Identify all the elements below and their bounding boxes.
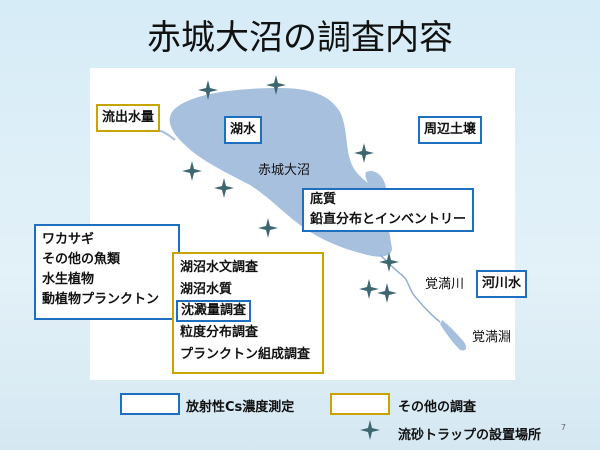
soil-box: 周辺土壌 xyxy=(418,116,483,144)
other-line: プランクトン組成調査 xyxy=(180,346,311,362)
legend-gold-swatch xyxy=(330,393,390,415)
star-icon xyxy=(182,161,202,181)
biota-line: 水生植物 xyxy=(42,272,95,287)
outflow-box: 流出水量 xyxy=(96,104,161,132)
sediment-line: 鉛直分布とインベントリー xyxy=(310,212,467,227)
slide-title: 赤城大沼の調査内容 xyxy=(147,18,453,58)
lake-label: 赤城大沼 xyxy=(258,163,311,178)
star-icon xyxy=(214,178,234,198)
page-number: 7 xyxy=(560,423,566,432)
star-icon xyxy=(379,252,399,272)
river-water-box: 河川水 xyxy=(476,270,528,298)
other-line: 湖沼水文調査 xyxy=(180,260,259,275)
biota-box: ワカサギ その他の魚類 水生植物 動植物プランクトン xyxy=(34,224,180,320)
star-icon xyxy=(354,143,374,163)
lake-bay xyxy=(365,170,386,190)
pond-kakumanbuchi xyxy=(440,320,467,351)
other-line: 粒度分布調査 xyxy=(180,325,259,340)
lake-water-box: 湖水 xyxy=(224,116,263,144)
star-icon xyxy=(377,283,397,303)
other-line: 湖沼水質 xyxy=(180,281,233,297)
legend-star-icon xyxy=(360,420,380,440)
sediment-line: 底質 xyxy=(310,192,337,207)
legend-blue-swatch xyxy=(120,393,180,415)
star-icon xyxy=(359,279,379,299)
biota-line: 動植物プランクトン xyxy=(42,292,160,307)
legend-star-label: 流砂トラップの設置場所 xyxy=(398,428,542,443)
biota-line: その他の魚類 xyxy=(42,252,121,267)
sediment-box: 底質 鉛直分布とインベントリー xyxy=(302,188,475,232)
star-icon xyxy=(258,218,278,238)
river-label: 覚満川 xyxy=(425,277,465,292)
other-survey-box: 湖沼水文調査 湖沼水質 沈澱量調査 粒度分布調査 プランクトン組成調査 xyxy=(172,252,324,374)
legend-gold-label: その他の調査 xyxy=(398,400,477,415)
star-icon xyxy=(266,75,286,95)
pond-label: 覚満淵 xyxy=(472,330,512,345)
biota-line: ワカサギ xyxy=(42,232,95,247)
star-icon xyxy=(198,80,218,100)
other-line-highlight: 沈澱量調査 xyxy=(176,300,252,322)
river-kakuman xyxy=(379,254,441,323)
legend-blue-label: 放射性Cs濃度測定 xyxy=(186,400,295,415)
